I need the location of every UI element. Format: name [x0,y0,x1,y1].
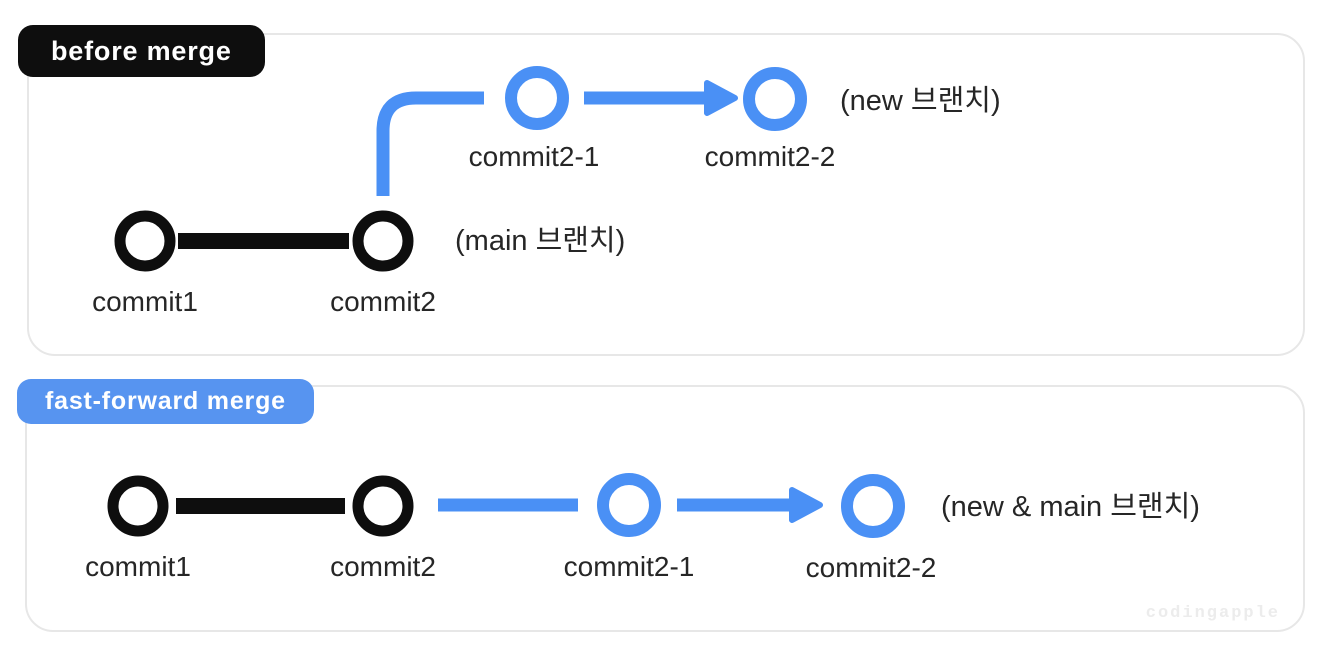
ff-commit2-label: commit2 [330,551,436,582]
ff-commit1-label: commit1 [85,551,191,582]
ff-commit2-1-node [597,473,661,537]
new-branch-note: (new 브랜치) [840,85,1001,117]
watermark: codingapple [1145,604,1280,623]
commit2-2-node [743,67,807,131]
commit2-2-label: commit2-2 [704,141,836,172]
main-branch-note: (main 브랜치) [455,225,626,257]
ff-arrow-head-icon [789,487,823,523]
commit2-node [352,210,414,272]
new-branch-arrow-head-icon [704,80,738,116]
ff-commit2-2-node [841,474,905,538]
ff-commit1-node [107,475,169,537]
commit2-1-node [505,66,569,130]
commit1-label: commit1 [92,286,198,317]
branch-elbow-edge [376,91,484,196]
before-merge-badge: before merge [18,25,265,77]
commit2-1-label: commit2-1 [468,141,600,172]
commit1-node [114,210,176,272]
ff-commit2-2-label: commit2-2 [805,552,937,583]
ff-commit2-node [352,475,414,537]
fast-forward-merge-badge: fast-forward merge [17,379,314,424]
before-merge-panel [27,33,1305,356]
ff-commit2-1-label: commit2-1 [563,551,695,582]
commit2-label: commit2 [330,286,436,317]
new-and-main-branch-note: (new & main 브랜치) [941,491,1200,523]
